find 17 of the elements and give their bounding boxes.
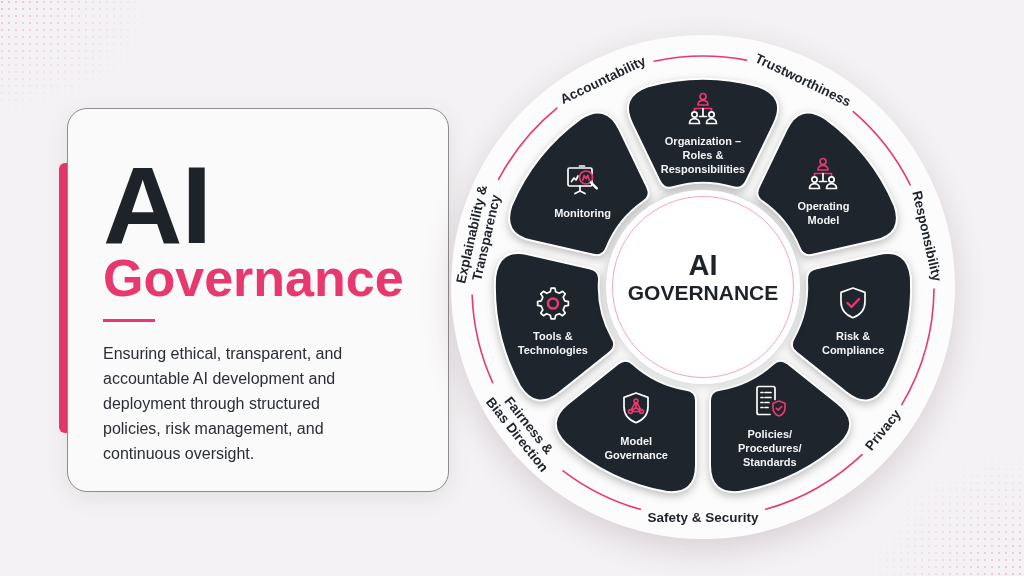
segment-label: Organization – Roles & Responsibilities [659,133,747,176]
segment-label: Monitoring [553,205,612,220]
segment-label: Model Governance [603,433,669,462]
description-text: Ensuring ethical, transparent, and accountable AI development and deployment through structured policies, risk management, and continuous oversight. [103,344,344,464]
hub-subtitle: GOVERNANCE [627,281,779,305]
segment-label: Tools & Technologies [516,328,589,357]
segment-panel [789,251,914,403]
segment-label: Operating Model [796,198,851,227]
segment-panel [708,358,853,495]
segment-panel [507,110,651,258]
info-card [67,108,449,492]
segment-label: Risk & Compliance [820,328,886,357]
segment-panel [553,358,698,495]
ring-label: Safety & Security [647,509,759,525]
segment-panel [755,110,899,258]
hub-title: AI [688,249,718,281]
segment-label: Policies/ Procedures/ Standards [737,426,803,469]
